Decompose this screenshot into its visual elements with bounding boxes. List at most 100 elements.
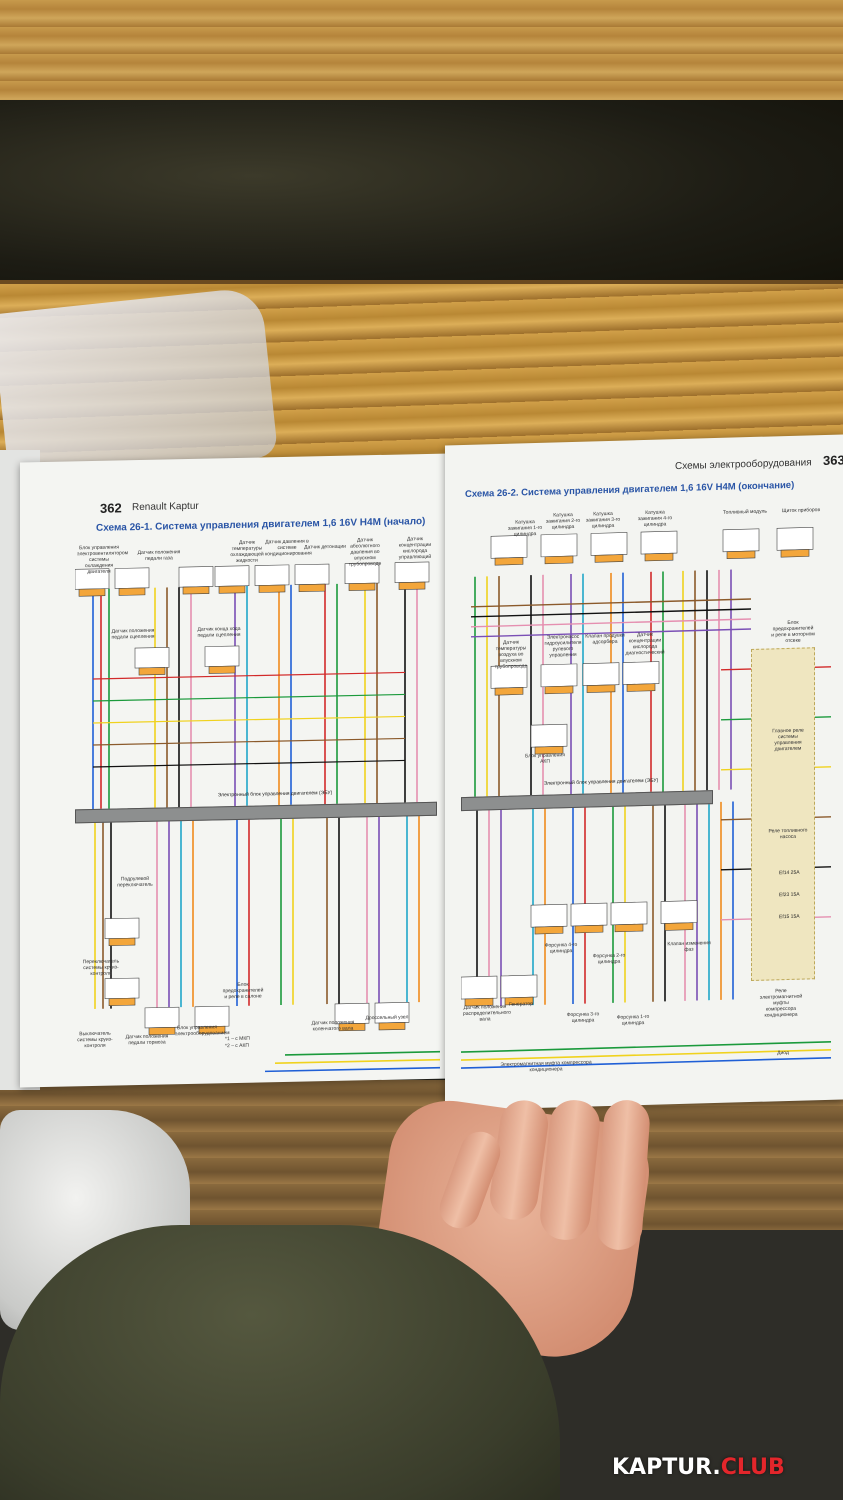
right-connector-pins xyxy=(780,549,810,558)
right-component-box xyxy=(530,903,568,928)
relay-panel xyxy=(751,647,815,982)
left-component-box xyxy=(204,645,240,667)
right-connector-pins xyxy=(494,687,524,696)
right-label-6: Блок предохранителей и реле в моторном о… xyxy=(771,619,815,645)
right-connector-pins xyxy=(574,924,604,934)
left-connector-pins xyxy=(258,584,286,593)
left-footnote-1: *1 – с МКП xyxy=(225,1035,250,1043)
right-component-box xyxy=(722,528,760,553)
left-label-1: Датчик положения педали газа xyxy=(137,549,181,562)
right-connector-pins xyxy=(586,684,616,693)
right-label-10: Датчик концентрации кислорода диагностич… xyxy=(625,631,665,657)
right-label-15: Форсунка 4-го цилиндра xyxy=(544,941,578,955)
right-label-4: Топливный модуль xyxy=(723,508,767,516)
left-diagram-title: Схема 26-1. Система управления двигателе… xyxy=(96,516,426,534)
left-component-box xyxy=(214,565,250,587)
left-label-10: Переключатель системы круиз-контроля xyxy=(82,958,120,978)
left-component-box xyxy=(294,563,330,586)
left-component-box xyxy=(394,561,430,583)
right-component-box xyxy=(622,661,660,685)
right-component-box xyxy=(540,533,578,558)
right-component-box xyxy=(582,662,620,687)
right-wire-bottom-green xyxy=(461,1040,831,1053)
right-component-box xyxy=(640,530,678,555)
left-label-13: Блок управления электрооборудованием xyxy=(175,1024,230,1038)
right-running-head: Схемы электрооборудования xyxy=(675,457,812,473)
right-label-20: Генератор xyxy=(509,1001,533,1008)
right-component-box xyxy=(660,900,698,924)
left-connector-pins xyxy=(338,1022,366,1032)
right-label-2: Катушка зажигания 3-го цилиндра xyxy=(585,510,621,530)
left-connector-pins xyxy=(78,588,106,597)
left-label-2: Датчик температуры охлаждающей жидкости xyxy=(230,539,264,564)
watermark-accent: CLUB xyxy=(720,1455,785,1480)
left-label-4: Датчик детонации xyxy=(304,543,346,551)
left-component-box xyxy=(144,1006,180,1029)
left-label-7: Датчик положения педали сцепления xyxy=(111,627,155,641)
left-label-8: Датчик конца хода педали сцепления xyxy=(197,625,241,639)
left-connector-pins xyxy=(208,665,236,674)
left-component-box xyxy=(178,566,214,588)
left-wire-horizontal xyxy=(93,759,405,768)
left-wire-horizontal xyxy=(93,715,405,724)
left-label-15: Датчик положения коленчатого вала xyxy=(311,1019,355,1033)
right-connector-pins xyxy=(504,996,534,1006)
left-page: 362 Renault Kaptur Схема 26-1. Система у… xyxy=(20,453,450,1088)
left-component-box xyxy=(254,564,290,586)
right-component-box xyxy=(530,723,568,748)
left-connector-pins xyxy=(398,581,426,590)
right-connector-pins xyxy=(534,925,564,935)
right-label-5: Щиток приборов xyxy=(781,507,821,515)
right-label-7: Датчик температуры воздуха во впускном т… xyxy=(494,639,528,671)
fuse-ef23: Ef23 15A xyxy=(779,891,800,899)
left-label-0: Блок управления электровентилятором сист… xyxy=(77,544,129,576)
left-label-5: Датчик абсолютного давления во впускном … xyxy=(348,537,382,568)
right-connector-pins xyxy=(544,555,574,565)
watermark-main: KAPTUR. xyxy=(612,1455,721,1480)
right-component-box xyxy=(500,974,538,999)
right-wiring-diagram: Электронный блок управления двигателем (… xyxy=(461,496,841,1097)
left-label-6: Датчик концентрации кислорода управляющи… xyxy=(398,536,432,561)
left-connector-pins xyxy=(108,937,136,946)
right-connector-pins xyxy=(614,923,644,933)
fuse-ef15: Ef15 15A xyxy=(779,913,800,921)
wiring-manual-booklet: 362 Renault Kaptur Схема 26-1. Система у… xyxy=(0,434,843,1120)
right-label-21: Реле электромагнитной муфты компрессора … xyxy=(759,988,803,1019)
left-page-number: 362 xyxy=(100,500,122,516)
left-label-14: Блок предохранителей и реле в салоне xyxy=(222,981,264,1001)
right-wire-bottom-yellow xyxy=(461,1048,831,1061)
left-component-box xyxy=(134,647,170,669)
right-label-1: Катушка зажигания 2-го цилиндра xyxy=(545,511,581,531)
right-wire-horizontal xyxy=(471,608,751,618)
right-connector-pins xyxy=(544,685,574,695)
right-component-box xyxy=(610,901,648,926)
right-label-3: Катушка зажигания 4-го цилиндра xyxy=(637,509,673,529)
right-component-box xyxy=(490,534,528,559)
right-diagram-title: Схема 26-2. Система управления двигателе… xyxy=(465,479,795,500)
left-connector-pins xyxy=(138,667,166,676)
wooden-plank-top xyxy=(0,0,843,106)
left-wire-bottom-blue xyxy=(265,1066,440,1073)
left-connector-pins xyxy=(348,582,376,591)
right-wire-horizontal xyxy=(471,598,751,608)
right-connector-pins xyxy=(664,922,694,931)
right-connector-pins xyxy=(464,997,494,1007)
left-connector-pins xyxy=(182,586,210,595)
right-connector-pins xyxy=(626,683,656,692)
right-wires-svg xyxy=(461,526,831,1069)
right-label-16: Форсунка 3-го цилиндра xyxy=(566,1011,600,1025)
right-connector-pins xyxy=(534,745,564,755)
right-connector-pins xyxy=(594,554,624,563)
right-component-box xyxy=(540,663,578,688)
left-wire-horizontal xyxy=(93,693,405,702)
left-connector-pins xyxy=(218,585,246,594)
left-label-9: Подрулевой переключатель xyxy=(117,875,153,889)
right-label-9: Клапан продувки адсорбера xyxy=(585,632,625,646)
right-connector-pins xyxy=(644,552,674,562)
jacket-sleeve xyxy=(0,1225,560,1500)
right-wire-bottom-blue xyxy=(461,1056,831,1069)
right-label-22: Диод xyxy=(777,1049,789,1057)
right-page: Схемы электрооборудования 363 Схема 26-2… xyxy=(445,434,843,1111)
right-component-box xyxy=(776,526,814,551)
